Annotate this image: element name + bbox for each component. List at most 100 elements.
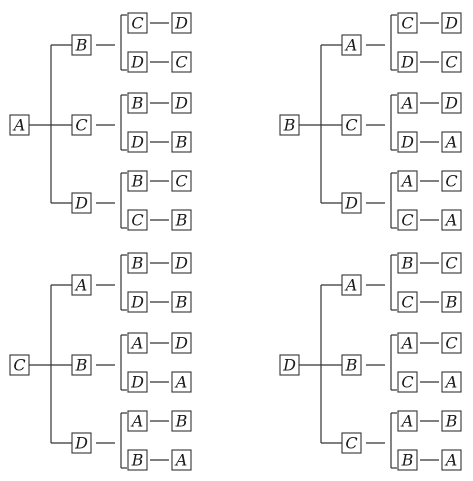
leaf-second-node-letter: D	[174, 94, 188, 113]
leaf-second-node: D	[441, 92, 462, 114]
branch-node-frame	[341, 34, 362, 56]
leaf-first-node-frame	[397, 332, 418, 354]
branch-node: A	[341, 34, 362, 56]
leaf-second-node: C	[441, 252, 462, 274]
leaf-second-node: B	[171, 410, 192, 432]
branch-node-letter: D	[344, 194, 358, 213]
leaf-first-node: D	[127, 131, 148, 153]
root-node: B	[279, 114, 300, 136]
leaf-second-node-frame	[441, 332, 462, 354]
leaf-first-node-letter: B	[401, 451, 414, 470]
leaf-second-node-letter: C	[175, 172, 187, 191]
leaf-second-node-frame	[171, 410, 192, 432]
leaf-second-node-letter: D	[174, 334, 188, 353]
root-node-letter: B	[283, 116, 296, 135]
leaf-second-node: D	[171, 12, 192, 34]
branch-node: C	[341, 432, 362, 454]
leaf-second-node-letter: A	[444, 211, 458, 230]
leaf-first-node-letter: B	[131, 94, 144, 113]
leaf-first-node-letter: B	[131, 254, 144, 273]
leaf-first-node: C	[397, 291, 418, 313]
leaf-first-node-letter: C	[131, 14, 143, 33]
leaf-first-node-frame	[397, 131, 418, 153]
leaf-first-node-letter: A	[400, 94, 414, 113]
leaf-first-node-letter: C	[401, 14, 413, 33]
branch-node: B	[71, 354, 92, 376]
branch-node-letter: D	[74, 434, 88, 453]
leaf-second-node-letter: C	[175, 53, 187, 72]
leaf-second-node-letter: C	[445, 53, 457, 72]
leaf-second-node: B	[171, 209, 192, 231]
leaf-first-node: C	[397, 12, 418, 34]
leaf-first-node-letter: C	[401, 211, 413, 230]
leaf-second-node-frame	[171, 92, 192, 114]
branch-node-letter: B	[75, 36, 88, 55]
branch-node-letter: D	[74, 194, 88, 213]
branch-node-frame	[71, 354, 92, 376]
leaf-second-node-letter: D	[174, 14, 188, 33]
leaf-second-node: C	[171, 51, 192, 73]
leaf-first-node-letter: A	[130, 412, 144, 431]
leaf-first-node: B	[397, 252, 418, 274]
root-node-frame	[9, 354, 30, 376]
leaf-second-node: D	[171, 92, 192, 114]
leaf-first-node-letter: B	[131, 451, 144, 470]
leaf-second-node-frame	[171, 291, 192, 313]
leaf-second-node: A	[441, 131, 462, 153]
leaf-first-node-letter: B	[131, 172, 144, 191]
leaf-first-node: A	[397, 410, 418, 432]
leaf-second-node: C	[441, 51, 462, 73]
branch-node-letter: B	[75, 356, 88, 375]
leaf-second-node-frame	[441, 410, 462, 432]
branch-node: C	[341, 114, 362, 136]
branch-node: D	[71, 432, 92, 454]
leaf-second-node-frame	[441, 92, 462, 114]
leaf-first-node: A	[397, 92, 418, 114]
branch-node: C	[71, 114, 92, 136]
leaf-first-node-letter: A	[400, 172, 414, 191]
leaf-second-node-frame	[171, 12, 192, 34]
branch-node-frame	[341, 274, 362, 296]
leaf-first-node: B	[397, 449, 418, 471]
leaf-first-node-letter: C	[131, 211, 143, 230]
leaf-second-node: B	[171, 131, 192, 153]
leaf-first-node: A	[397, 332, 418, 354]
branch-node-frame	[341, 114, 362, 136]
leaf-second-node-letter: B	[175, 293, 188, 312]
root-node-letter: C	[13, 356, 25, 375]
leaf-second-node-letter: D	[444, 94, 458, 113]
branch-node-frame	[341, 354, 362, 376]
leaf-second-node-letter: A	[444, 373, 458, 392]
branch-node: B	[341, 354, 362, 376]
leaf-second-node-frame	[171, 170, 192, 192]
leaf-first-node-frame	[127, 410, 148, 432]
leaf-second-node: C	[441, 170, 462, 192]
leaf-second-node-frame	[171, 131, 192, 153]
leaf-second-node-letter: A	[444, 451, 458, 470]
leaf-first-node: D	[397, 131, 418, 153]
leaf-first-node-frame	[127, 92, 148, 114]
leaf-first-node-frame	[127, 252, 148, 274]
leaf-second-node-frame	[171, 51, 192, 73]
branch-node-letter: A	[344, 276, 358, 295]
branch-node-letter: C	[345, 434, 357, 453]
leaf-second-node-letter: B	[445, 293, 458, 312]
leaf-second-node: C	[171, 170, 192, 192]
leaf-first-node-letter: D	[130, 373, 144, 392]
leaf-first-node-frame	[397, 51, 418, 73]
leaf-second-node-frame	[441, 209, 462, 231]
leaf-first-node-letter: B	[401, 254, 414, 273]
leaf-first-node-frame	[127, 131, 148, 153]
leaf-second-node: B	[171, 291, 192, 313]
root-node: C	[9, 354, 30, 376]
leaf-second-node-frame	[441, 449, 462, 471]
leaf-first-node-frame	[127, 209, 148, 231]
leaf-second-node-frame	[441, 12, 462, 34]
leaf-second-node: D	[441, 12, 462, 34]
leaf-first-node-frame	[397, 170, 418, 192]
leaf-second-node-frame	[171, 209, 192, 231]
branch-node-frame	[71, 432, 92, 454]
